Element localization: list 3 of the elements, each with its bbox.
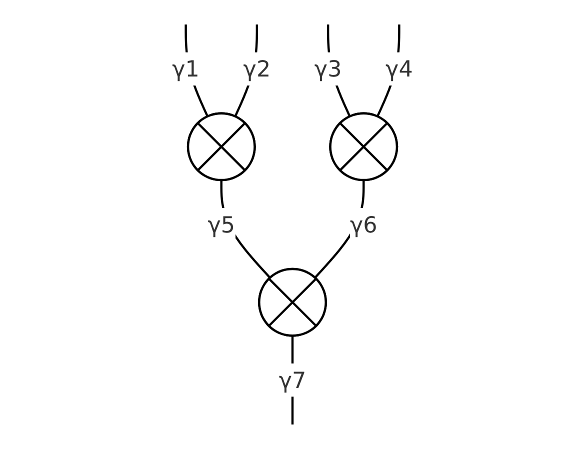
crossed-circle-symbol — [258, 268, 328, 337]
crossed-circle-symbol — [186, 112, 256, 182]
crossed-circle-symbol — [329, 112, 398, 182]
